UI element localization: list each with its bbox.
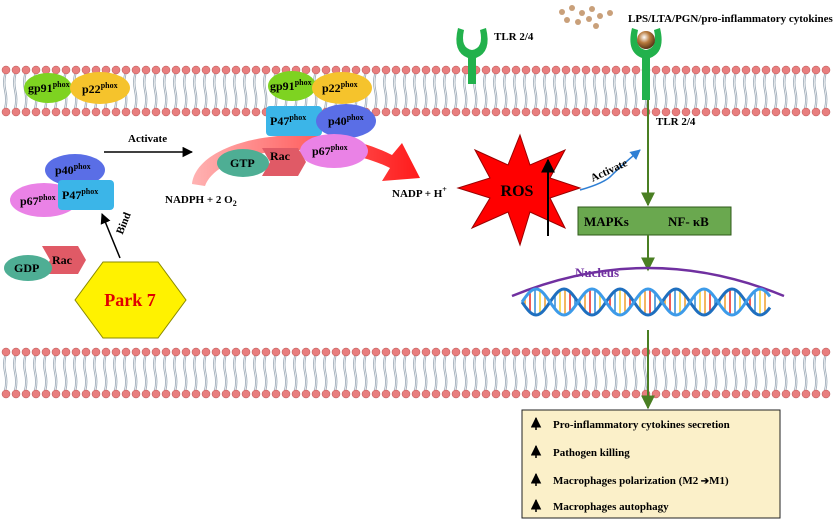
ros-star: ROS: [456, 133, 582, 247]
outcome-item: Pathogen killing: [530, 444, 630, 459]
nucleus-membrane-arc: [511, 266, 785, 298]
svg-text:GTP: GTP: [230, 156, 255, 170]
outcome-item: Macrophages polarization (M2 ➔M1): [530, 472, 729, 487]
tlr-receptor-right: [630, 28, 662, 100]
cytosolic-subunits: p40phox p67phox P47phox: [10, 154, 114, 217]
nox2-assembled-complex: gp91phox p22phox P47phox p40phox p67phox…: [217, 71, 376, 177]
svg-text:ROS: ROS: [501, 183, 534, 200]
outcome-item: Pro-inflammatory cytokines secretion: [530, 416, 730, 431]
tlr-receptor-left: [456, 28, 488, 84]
svg-text:Macrophages autophagy: Macrophages autophagy: [553, 501, 669, 513]
svg-text:p67phox: p67phox: [20, 193, 56, 208]
svg-text:p40phox: p40phox: [328, 113, 364, 128]
nox2-membrane-complex-left: gp91phox p22phox: [24, 72, 130, 104]
svg-text:Pathogen killing: Pathogen killing: [553, 447, 630, 459]
outcome-item: Macrophages autophagy: [530, 498, 669, 513]
ligand-bound-icon: [637, 31, 655, 49]
nadph-label: NADPH + 2 O2: [165, 194, 237, 208]
svg-text:p22phox: p22phox: [82, 81, 118, 96]
activate-arrow-right: [579, 149, 641, 191]
svg-text:Rac: Rac: [52, 253, 73, 267]
tlr-label-top: TLR 2/4: [494, 31, 534, 43]
svg-text:gp91phox: gp91phox: [28, 80, 70, 95]
activate-label-right: Activate: [589, 157, 630, 184]
ligands-label: LPS/LTA/PGN/pro-inflammatory cytokines: [628, 13, 834, 25]
svg-text:NF- κB: NF- κB: [668, 214, 709, 229]
svg-text:gp91phox: gp91phox: [270, 78, 312, 93]
svg-text:p22phox: p22phox: [322, 80, 358, 95]
park7-hexagon: Park 7: [74, 261, 187, 339]
nadp-label: NADP + H+: [392, 185, 447, 200]
svg-text:Rac: Rac: [270, 149, 291, 163]
cell-membrane-bottom: [1, 347, 831, 399]
ligand-particles: [559, 5, 613, 29]
svg-text:GDP: GDP: [14, 261, 39, 275]
bind-arrow: [100, 213, 121, 259]
bind-label: Bind: [114, 211, 134, 236]
mapk-nfkb-box: MAPKs NF- κB: [577, 206, 732, 236]
rac-gdp: Rac GDP: [4, 246, 86, 281]
svg-text:Macrophages polarization (M2 ➔: Macrophages polarization (M2 ➔M1): [553, 475, 729, 487]
svg-text:p67phox: p67phox: [312, 143, 348, 158]
svg-text:Park 7: Park 7: [104, 290, 156, 310]
svg-text:Pro-inflammatory cytokines sec: Pro-inflammatory cytokines secretion: [553, 419, 730, 431]
outcome-box: Pro-inflammatory cytokines secretion Pat…: [521, 409, 781, 519]
svg-text:p40phox: p40phox: [55, 162, 91, 177]
svg-text:P47phox: P47phox: [62, 187, 98, 202]
tlr-label-right: TLR 2/4: [656, 116, 696, 128]
dna-helix-icon: [520, 287, 772, 317]
svg-text:MAPKs: MAPKs: [584, 214, 629, 229]
svg-text:P47phox: P47phox: [270, 113, 306, 128]
nucleus-label: Nucleus: [575, 265, 619, 280]
activate-label-left: Activate: [128, 133, 167, 145]
